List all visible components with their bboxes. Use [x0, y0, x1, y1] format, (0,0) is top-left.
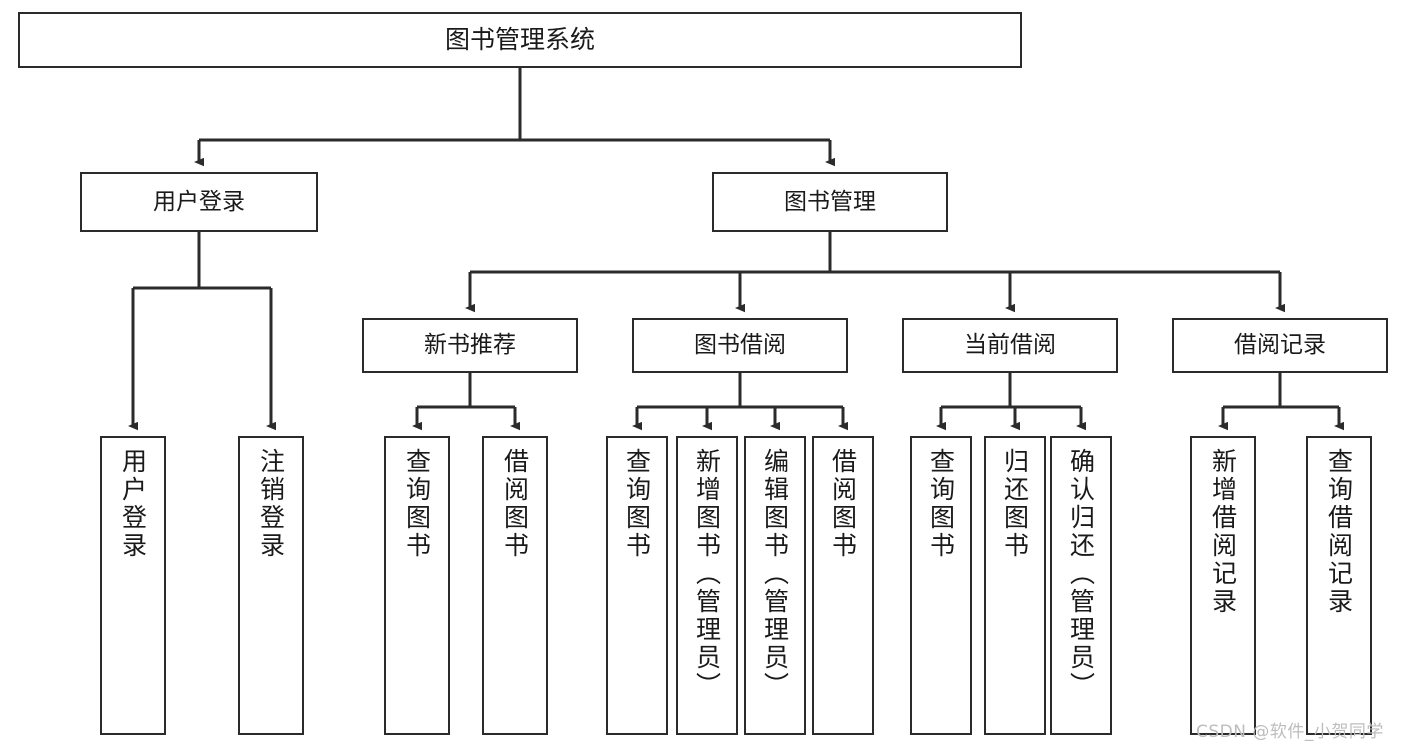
leaf-node-label: 编辑图书（管理员） [760, 448, 790, 700]
leaf-node-label: 归还图书 [1000, 448, 1030, 560]
leaf-node-label: 新增借阅记录 [1208, 448, 1238, 616]
leaf-node[interactable]: 查询借阅记录 [1306, 436, 1372, 735]
leaf-node[interactable]: 查询图书 [384, 436, 450, 735]
leaf-node-label: 查询图书 [926, 448, 956, 560]
leaf-node[interactable]: 新增借阅记录 [1190, 436, 1256, 735]
leaf-node[interactable]: 新增图书（管理员） [676, 436, 738, 735]
leaf-node-label: 新增图书（管理员） [692, 448, 722, 700]
node-current-borrow[interactable]: 当前借阅 [902, 318, 1118, 373]
leaf-node[interactable]: 编辑图书（管理员） [744, 436, 806, 735]
node-new-book-recommend[interactable]: 新书推荐 [362, 318, 578, 373]
node-book-borrow[interactable]: 图书借阅 [632, 318, 848, 373]
node-book-management[interactable]: 图书管理 [712, 172, 948, 232]
leaf-node-label: 借阅图书 [828, 448, 858, 560]
node-book-borrow-label: 图书借阅 [694, 332, 786, 359]
leaf-node[interactable]: 查询图书 [910, 436, 972, 735]
leaf-node-label: 查询图书 [402, 448, 432, 560]
leaf-node-label: 借阅图书 [500, 448, 530, 560]
node-user-login[interactable]: 用户登录 [80, 172, 318, 232]
leaf-node-label: 查询图书 [622, 448, 652, 560]
node-user-login-label: 用户登录 [153, 188, 245, 215]
node-root[interactable]: 图书管理系统 [18, 12, 1022, 68]
node-borrow-records[interactable]: 借阅记录 [1172, 318, 1388, 373]
leaf-node[interactable]: 借阅图书 [812, 436, 874, 735]
leaf-node[interactable]: 查询图书 [606, 436, 668, 735]
leaf-node-label: 注销登录 [256, 448, 286, 560]
leaf-node[interactable]: 用户登录 [100, 436, 166, 735]
node-current-borrow-label: 当前借阅 [964, 332, 1056, 359]
leaf-node[interactable]: 归还图书 [984, 436, 1046, 735]
node-book-management-label: 图书管理 [784, 188, 876, 215]
csdn-watermark: CSDN @软件_小贺同学 [1196, 722, 1384, 742]
node-root-label: 图书管理系统 [444, 24, 595, 54]
leaf-node[interactable]: 借阅图书 [482, 436, 548, 735]
leaf-node[interactable]: 确认归还（管理员） [1050, 436, 1112, 735]
leaf-node-label: 确认归还（管理员） [1066, 448, 1096, 700]
leaf-node[interactable]: 注销登录 [238, 436, 304, 735]
leaf-node-label: 用户登录 [118, 448, 148, 560]
leaf-node-label: 查询借阅记录 [1324, 448, 1354, 616]
node-new-book-recommend-label: 新书推荐 [424, 332, 516, 359]
node-borrow-records-label: 借阅记录 [1234, 332, 1326, 359]
